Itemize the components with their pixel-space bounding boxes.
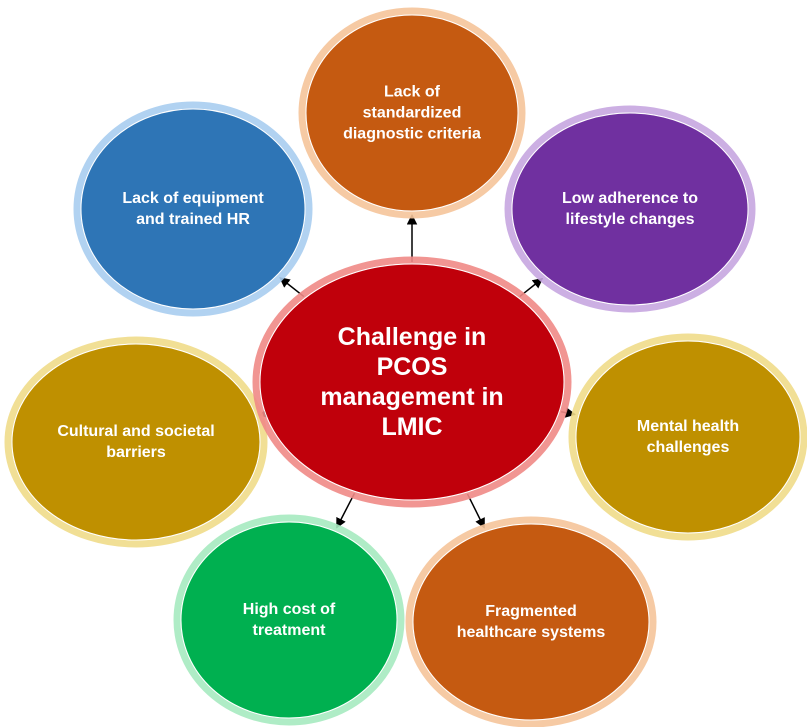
node-high-cost-glow [173,514,405,726]
node-high-cost-label-line: High cost of [243,601,336,618]
node-diagnostic-criteria-label-line: standardized [363,105,462,122]
node-diagnostic-criteria-label-line: diagnostic criteria [343,126,481,143]
center-challenge-label-line: LMIC [381,413,442,441]
node-cultural-barriers-shape [11,343,261,541]
node-mental-health-label-line: Mental health [637,418,739,435]
node-mental-health: Mental health challenges [568,333,807,541]
node-lifestyle-adherence-glow [504,105,756,313]
node-equipment-hr-label-line: Lack of equipment [122,190,264,207]
node-lifestyle-adherence-label-line: lifestyle changes [566,211,695,228]
node-high-cost: High cost of treatment [173,514,405,726]
node-diagnostic-criteria: Lack of standardized diagnostic criteria [298,7,526,219]
node-cultural-barriers-glow [4,336,268,548]
node-fragmented-systems-glow [405,516,657,727]
node-cultural-barriers-label-line: Cultural and societal [57,423,214,440]
node-lifestyle-adherence-shape [511,112,749,306]
node-high-cost-label-line: treatment [253,622,327,639]
node-diagnostic-criteria-shape [305,14,519,212]
node-fragmented-systems-label-line: healthcare systems [457,624,606,641]
node-lifestyle-adherence: Low adherence to lifestyle changes [504,105,756,313]
node-fragmented-systems-shape [412,523,650,721]
node-cultural-barriers-label-line: barriers [106,444,166,461]
node-mental-health-glow [568,333,807,541]
node-lifestyle-adherence-label-line: Low adherence to [562,190,698,207]
center-challenge-label-line: Challenge in [338,323,487,351]
center-challenge-shape [259,263,565,501]
node-fragmented-systems-label-line: Fragmented [485,603,577,620]
center-challenge-glow [252,256,572,508]
node-diagnostic-criteria-glow [298,7,526,219]
node-fragmented-systems: Fragmented healthcare systems [405,516,657,727]
node-high-cost-shape [180,521,398,719]
center-challenge-label-line: management in [320,383,503,411]
connector-arrow-high-cost [336,492,356,529]
node-diagnostic-criteria-label-line: Lack of [384,84,441,101]
node-equipment-hr: Lack of equipment and trained HR [73,101,313,317]
node-mental-health-shape [575,340,801,534]
connector-arrow-fragmented-systems [466,493,485,529]
node-mental-health-label-line: challenges [647,439,730,456]
center-challenge-label-line: PCOS [377,353,448,381]
node-cultural-barriers: Cultural and societal barriers [4,336,268,548]
node-equipment-hr-glow [73,101,313,317]
node-equipment-hr-label-line: and trained HR [136,211,250,228]
node-equipment-hr-shape [80,108,306,310]
